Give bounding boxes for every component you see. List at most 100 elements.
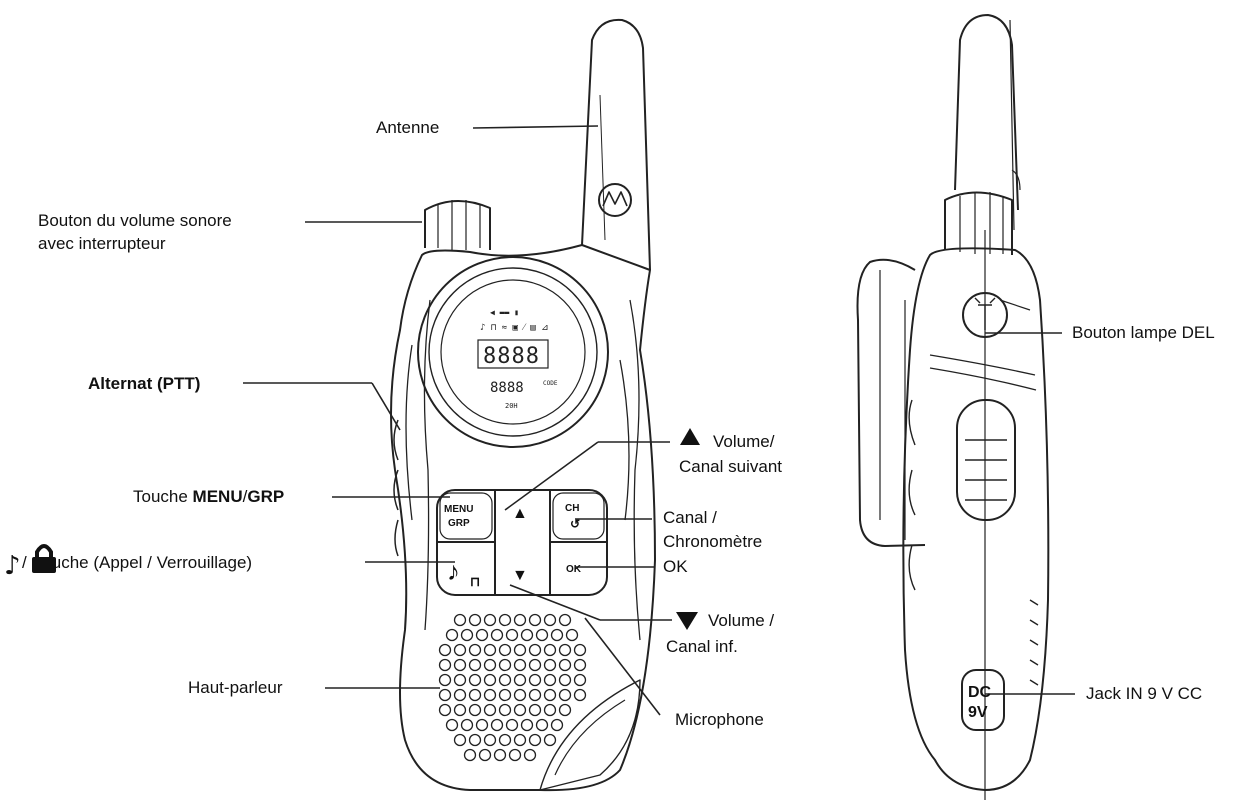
speaker-hole xyxy=(535,628,549,642)
speaker-hole xyxy=(483,688,497,702)
label-call-sep: / xyxy=(22,553,27,572)
speaker-hole xyxy=(513,613,527,627)
speaker-hole xyxy=(558,688,572,702)
speaker-hole xyxy=(453,703,467,717)
speaker-hole xyxy=(483,643,497,657)
front-antenna xyxy=(581,18,651,271)
keypad-outline xyxy=(436,489,608,596)
speaker-hole xyxy=(453,658,467,672)
speaker-hole xyxy=(573,643,587,657)
speaker-hole xyxy=(558,703,572,717)
speaker-hole xyxy=(505,718,519,732)
svg-text:♪ ⊓ ≈ ▣ ⁄ ▤ ⊿: ♪ ⊓ ≈ ▣ ⁄ ▤ ⊿ xyxy=(480,323,549,333)
speaker-hole xyxy=(483,613,497,627)
display-content: ◀ ▬▬ ▮ ♪ ⊓ ≈ ▣ ⁄ ▤ ⊿ 8888 8888 CODE 20H xyxy=(477,308,558,410)
speaker-hole xyxy=(573,658,587,672)
speaker-hole xyxy=(528,658,542,672)
leader-mic xyxy=(584,617,661,716)
label-antenna: Antenne xyxy=(376,118,440,137)
speaker-hole xyxy=(520,718,534,732)
key-call-glyph: ♪ xyxy=(447,556,460,586)
label-ptt: Alternat (PTT) xyxy=(88,373,200,394)
label-menu-grp: GRP xyxy=(247,487,285,506)
leader-vol-down xyxy=(509,584,601,621)
side-body xyxy=(902,247,1050,791)
side-radio xyxy=(856,14,1050,800)
label-volume-knob-2: avec interrupteur xyxy=(38,234,166,253)
speaker-hole xyxy=(460,628,474,642)
speaker-hole xyxy=(513,688,527,702)
speaker-hole xyxy=(543,613,557,627)
speaker-grille xyxy=(438,613,587,762)
speaker-hole xyxy=(558,613,572,627)
speaker-hole xyxy=(453,688,467,702)
speaker-hole xyxy=(505,628,519,642)
speaker-hole xyxy=(543,658,557,672)
svg-text:⊓: ⊓ xyxy=(470,574,480,589)
speaker-hole xyxy=(573,688,587,702)
key-menu-bottom: GRP xyxy=(448,518,470,529)
led-button xyxy=(962,292,1008,338)
speaker-hole xyxy=(478,748,492,762)
speaker-hole xyxy=(498,643,512,657)
front-radio xyxy=(390,18,656,792)
lock-icon xyxy=(32,544,56,573)
speaker-hole xyxy=(543,733,557,747)
speaker-hole xyxy=(438,673,452,687)
label-call-lock: / uche (Appel / Verrouillage) xyxy=(22,552,252,573)
speaker-hole xyxy=(513,643,527,657)
leader-vol-up xyxy=(504,441,599,511)
front-body xyxy=(390,244,656,792)
label-ok: OK xyxy=(663,557,688,576)
display-code: CODE xyxy=(543,380,558,387)
motorola-logo xyxy=(598,183,632,217)
speaker-hole xyxy=(550,628,564,642)
display-main-digits: 8888 xyxy=(483,344,540,369)
speaker-hole xyxy=(528,703,542,717)
speaker-hole xyxy=(438,658,452,672)
speaker-hole xyxy=(573,673,587,687)
speaker-hole xyxy=(468,703,482,717)
speaker-hole xyxy=(543,673,557,687)
display-bottom: 20H xyxy=(505,402,518,410)
label-vol-down-2: Canal inf. xyxy=(666,637,738,656)
speaker-hole xyxy=(543,688,557,702)
speaker-hole xyxy=(490,628,504,642)
label-volume-knob-1: Bouton du volume sonore xyxy=(38,211,232,230)
key-down-arrow: ▼ xyxy=(512,567,528,584)
speaker-hole xyxy=(528,643,542,657)
triangle-up-icon xyxy=(680,428,700,445)
speaker-hole xyxy=(528,673,542,687)
speaker-hole xyxy=(523,748,537,762)
speaker-hole xyxy=(543,643,557,657)
speaker-hole xyxy=(453,643,467,657)
svg-text:↺: ↺ xyxy=(570,517,580,531)
speaker-hole xyxy=(498,703,512,717)
speaker-hole xyxy=(528,733,542,747)
speaker-hole xyxy=(475,628,489,642)
label-call-text: uche (Appel / Verrouillage) xyxy=(51,553,253,572)
speaker-hole xyxy=(498,613,512,627)
speaker-hole xyxy=(445,718,459,732)
speaker-hole xyxy=(468,643,482,657)
display-bezel xyxy=(417,256,609,448)
speaker-hole xyxy=(445,628,459,642)
speaker-hole xyxy=(453,613,467,627)
dc-line1: DC xyxy=(968,684,992,701)
speaker-hole xyxy=(468,658,482,672)
speaker-hole xyxy=(438,688,452,702)
speaker-hole xyxy=(558,658,572,672)
speaker-hole xyxy=(498,733,512,747)
triangle-down-icon xyxy=(676,612,698,630)
speaker-hole xyxy=(535,718,549,732)
speaker-hole xyxy=(460,718,474,732)
label-vol-up-2: Canal suivant xyxy=(679,457,783,476)
label-microphone: Microphone xyxy=(675,710,764,729)
label-menu-key: MENU xyxy=(192,487,243,506)
speaker-hole xyxy=(468,673,482,687)
key-ch: CH xyxy=(565,503,579,514)
speaker-hole xyxy=(558,673,572,687)
leader-antenna xyxy=(472,125,599,129)
speaker-hole xyxy=(483,673,497,687)
